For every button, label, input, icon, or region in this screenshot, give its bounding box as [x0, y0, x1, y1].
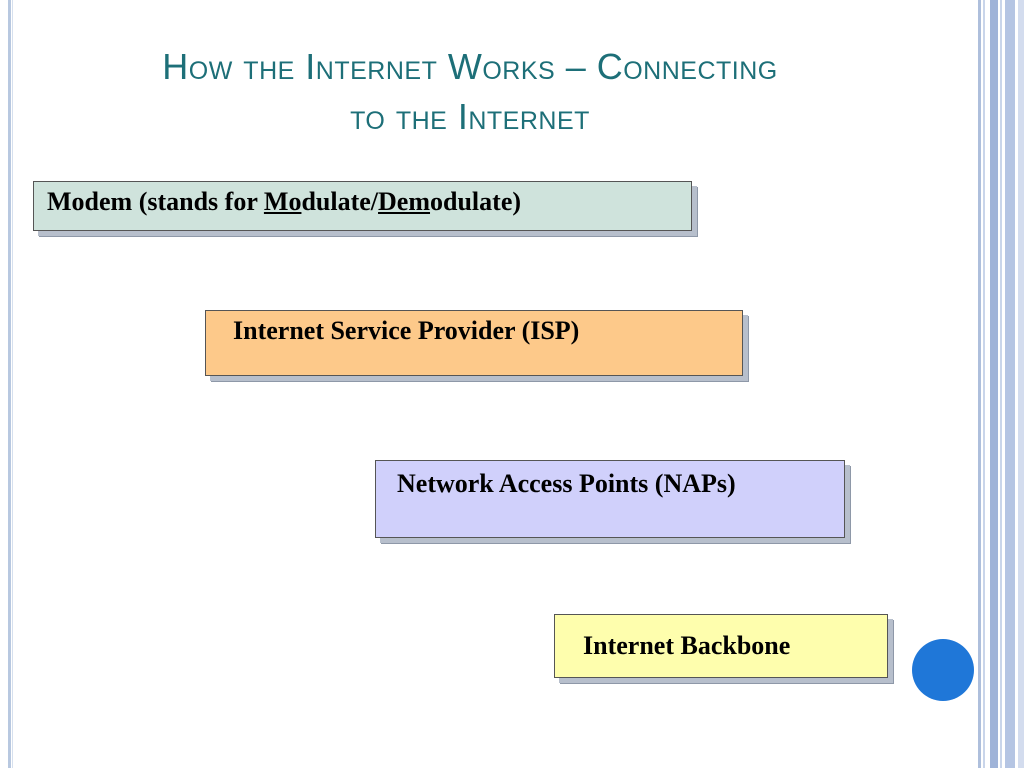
accent-circle — [912, 639, 974, 701]
isp-box: Internet Service Provider (ISP) — [205, 310, 743, 376]
nap-box: Network Access Points (NAPs) — [375, 460, 845, 538]
decorative-right-rail — [978, 0, 1024, 768]
modem-text-mid2: odulate — [430, 187, 513, 216]
nap-label: Network Access Points (NAPs) — [397, 469, 736, 498]
slide-title: How the Internet Works – Connecting to t… — [40, 42, 900, 142]
rail-stripe — [978, 0, 981, 768]
modem-underline-mo: Mo — [263, 187, 302, 216]
modem-box: Modem (stands for Modulate/Demodulate) — [33, 181, 692, 231]
backbone-box: Internet Backbone — [554, 614, 888, 678]
rail-stripe — [990, 0, 998, 768]
slide-left-border-inner — [12, 0, 13, 768]
title-line-2: to the Internet — [350, 96, 590, 137]
backbone-label: Internet Backbone — [583, 631, 791, 660]
modem-underline-dem: Dem — [378, 187, 431, 216]
rail-stripe — [1005, 0, 1015, 768]
isp-label: Internet Service Provider (ISP) — [233, 316, 580, 345]
modem-text-mid1: dulate/ — [301, 187, 379, 216]
slide-left-border — [8, 0, 11, 768]
modem-text-prefix: Modem (stands for — [47, 187, 264, 216]
rail-stripe — [1000, 0, 1002, 768]
modem-text-suffix: ) — [512, 187, 522, 216]
title-line-1: How the Internet Works – Connecting — [162, 46, 778, 87]
rail-stripe — [1018, 0, 1024, 768]
rail-stripe — [983, 0, 985, 768]
